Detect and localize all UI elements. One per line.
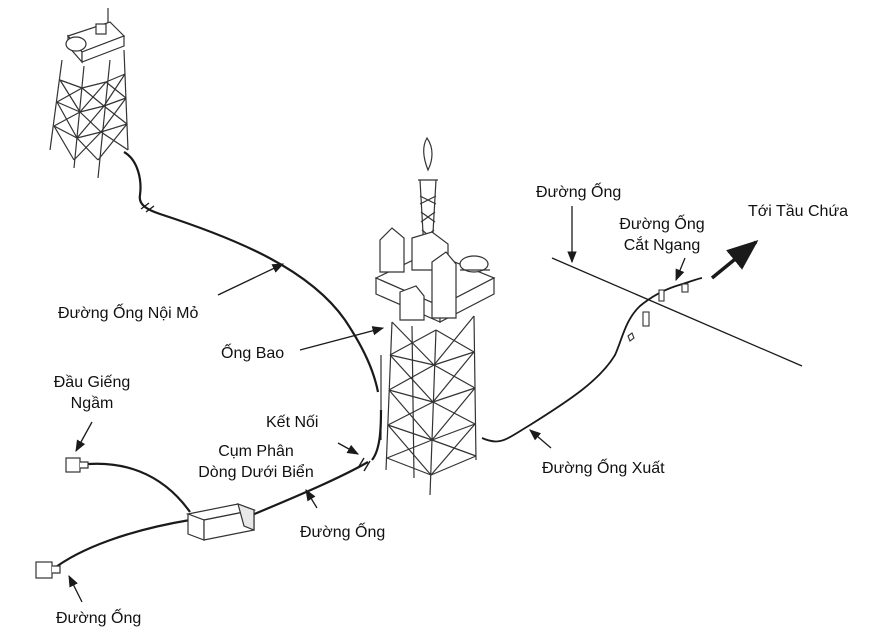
subsea-wellhead-2 <box>35 561 61 579</box>
arrow-export-pipeline <box>529 429 552 449</box>
arrow-pipeline-left <box>68 574 83 603</box>
arrow-wellhead <box>75 421 93 453</box>
label-pipeline-top: Đường Ống <box>536 184 622 201</box>
label-pipeline-bottom: Đường Ống <box>300 524 386 541</box>
subsea-wellhead-1 <box>65 457 89 473</box>
seabed-pipelines <box>51 277 703 571</box>
arrow-to-storage <box>710 240 759 280</box>
arrow-pipeline-bottom <box>305 489 318 509</box>
main-platform <box>374 136 496 496</box>
callout-arrows <box>68 206 686 603</box>
label-crossing-pipeline: Đường Ống Cắt Ngang <box>619 216 705 254</box>
export-line-supports <box>627 283 689 342</box>
arrow-crossing-pipeline <box>675 257 686 282</box>
arrow-infield-flowline <box>217 263 285 296</box>
arrow-riser <box>299 326 385 351</box>
label-subsea-wellhead: Đầu Giếng Ngầm <box>53 374 131 412</box>
infield-flowline <box>123 151 380 393</box>
crossing-pipeline-line <box>551 257 803 367</box>
label-infield-flowline: Đường Ống Nội Mỏ <box>58 305 199 322</box>
label-to-storage: Tới Tầu Chứa <box>748 203 849 220</box>
label-tie-in: Kết Nối <box>266 414 319 431</box>
remote-platform <box>49 8 129 179</box>
subsea-manifold-box <box>185 503 257 541</box>
label-pipeline-left: Đường Ống <box>56 610 142 627</box>
label-subsea-manifold: Cụm Phân Dòng Dưới Biển <box>198 443 314 481</box>
label-export-pipeline: Đường Ống Xuất <box>542 460 665 477</box>
arrow-tie-in <box>337 442 360 455</box>
label-riser: Ống Bao <box>221 345 285 362</box>
